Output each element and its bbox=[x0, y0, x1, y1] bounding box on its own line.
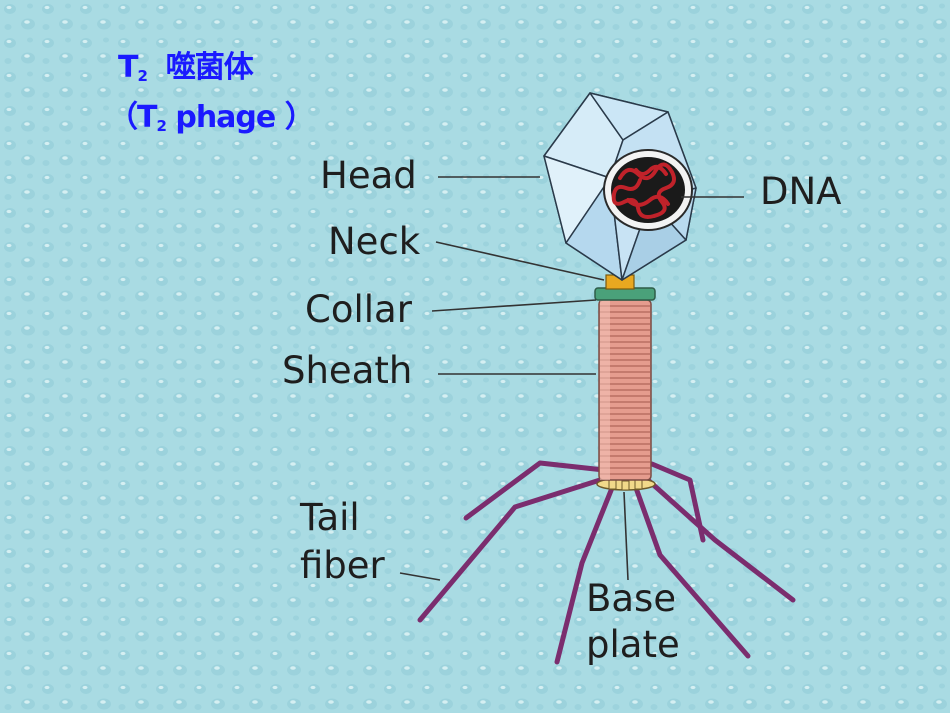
leader-lines bbox=[399, 176, 744, 581]
title-t: T bbox=[118, 50, 138, 85]
subtitle-subscript: 2 bbox=[156, 117, 166, 135]
label-sheath: Sheath bbox=[282, 349, 413, 392]
label-tail-fiber-line1: Tail bbox=[300, 496, 360, 539]
label-tail-fiber-line2: fiber bbox=[300, 544, 385, 587]
subtitle-open-paren: （ bbox=[108, 100, 138, 135]
dna-coil bbox=[603, 149, 693, 231]
label-collar: Collar bbox=[305, 288, 412, 331]
collar bbox=[594, 287, 656, 301]
diagram-title: T2 噬菌体 bbox=[118, 42, 254, 86]
label-base-plate-line1: Base bbox=[586, 577, 677, 620]
subtitle-rest: phage ） bbox=[165, 100, 314, 135]
tail-sheath bbox=[598, 299, 652, 481]
label-head: Head bbox=[320, 154, 417, 197]
title-subscript: 2 bbox=[137, 67, 147, 85]
subtitle-t: T bbox=[137, 100, 157, 135]
diagram-subtitle: （T2 phage ） bbox=[108, 92, 315, 136]
title-chinese: 噬菌体 bbox=[165, 50, 254, 85]
tail-fibers bbox=[417, 460, 796, 665]
label-base-plate-line2: plate bbox=[586, 623, 680, 666]
label-neck: Neck bbox=[328, 220, 421, 263]
label-dna: DNA bbox=[760, 170, 842, 213]
